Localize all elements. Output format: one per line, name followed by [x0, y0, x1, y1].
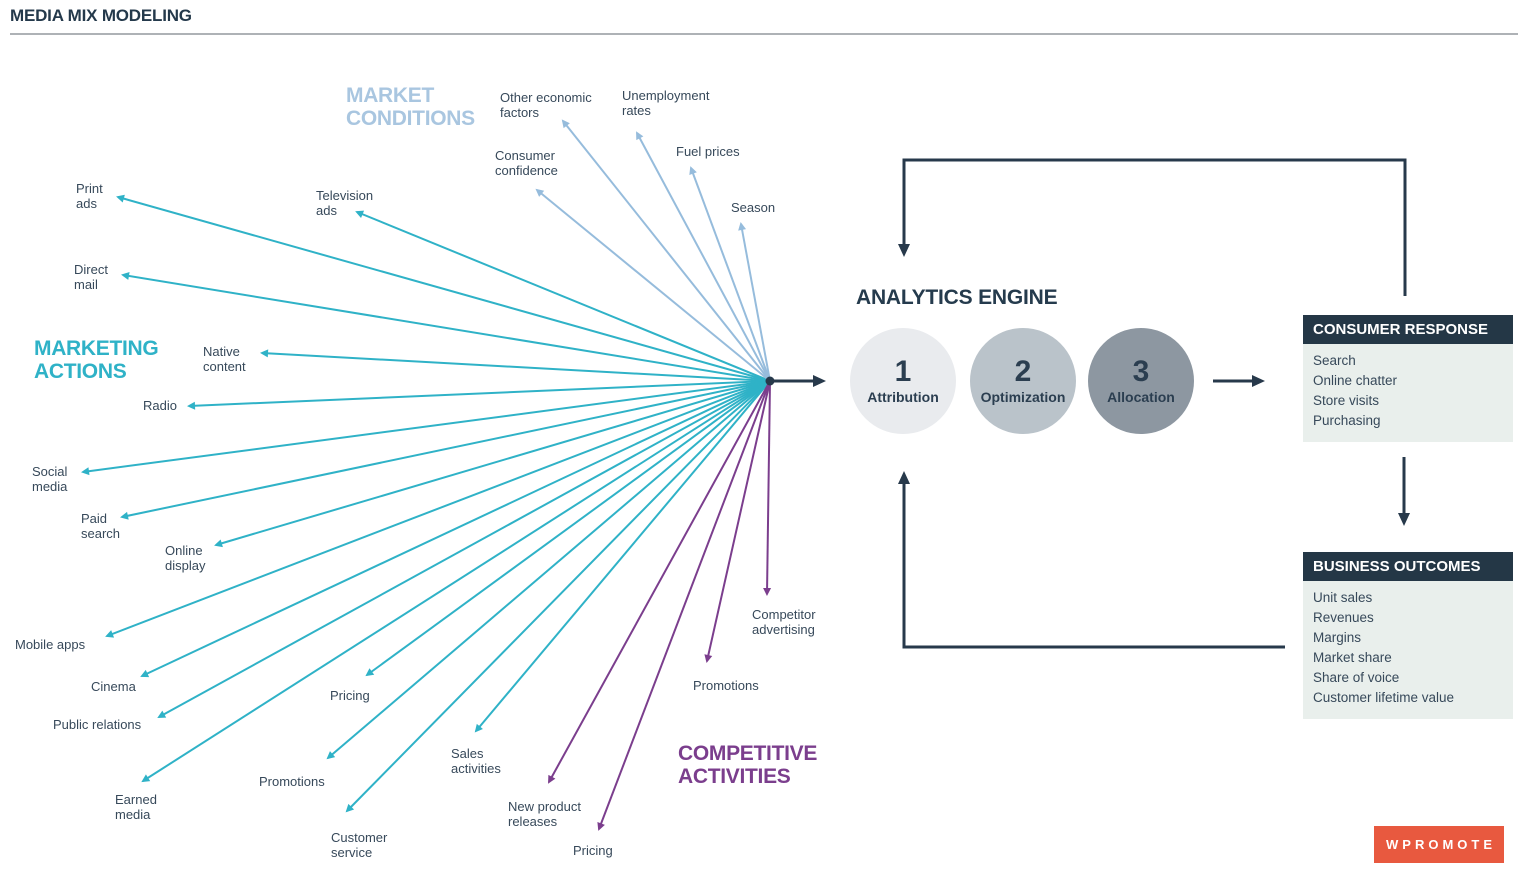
spoke-label-season: Season	[731, 200, 776, 215]
list-item: Market share	[1313, 650, 1392, 665]
list-item: Margins	[1313, 630, 1362, 645]
spoke-line-cinema	[140, 380, 771, 678]
list-item: Search	[1313, 353, 1356, 368]
spoke-line-direct-mail	[121, 272, 771, 382]
consumer-feedback-loop-arrow	[898, 158, 1407, 296]
spoke-line-unemployment-rates	[636, 131, 771, 382]
spoke-line-radio	[187, 380, 771, 410]
list-item: Revenues	[1313, 610, 1374, 625]
consumer-response-header: CONSUMER RESPONSE	[1303, 315, 1513, 344]
spoke-label-fuel-prices: Fuel prices	[676, 144, 740, 159]
spoke-line-pricing-marketing	[365, 380, 771, 677]
spoke-label-sales-activities: Sales activities	[451, 746, 501, 776]
spoke-line-mobile-apps	[105, 380, 771, 638]
spoke-label-mobile-apps: Mobile apps	[15, 637, 86, 652]
spoke-line-promotions-marketing	[326, 380, 771, 760]
spoke-label-online-display: Online display	[165, 543, 206, 573]
spoke-line-public-relations	[157, 380, 771, 718]
spoke-line-promotions-competitive	[704, 380, 771, 663]
engine-step-label: Attribution	[867, 389, 939, 405]
spoke-line-other-economic-factors	[561, 119, 771, 382]
spoke-label-social-media: Social media	[32, 464, 68, 494]
spoke-label-earned-media: Earned media	[115, 792, 157, 822]
spoke-line-season	[738, 222, 771, 382]
page-title: MEDIA MIX MODELING	[10, 6, 192, 25]
spoke-label-paid-search: Paid search	[81, 511, 121, 541]
spoke-label-radio: Radio	[143, 398, 177, 413]
spoke-line-paid-search	[120, 380, 771, 520]
spoke-label-print-ads: Print ads	[76, 181, 103, 211]
spoke-line-customer-service	[345, 380, 771, 813]
spoke-label-television-ads: Television ads	[316, 188, 374, 218]
engine-step-label: Allocation	[1107, 389, 1175, 405]
spoke-line-consumer-confidence	[535, 188, 771, 382]
business-outcomes-header: BUSINESS OUTCOMES	[1303, 552, 1513, 581]
spoke-line-pricing-competitive	[597, 380, 771, 831]
list-item: Share of voice	[1313, 670, 1400, 685]
wpromote-logo: WPROMOTE	[1374, 826, 1504, 863]
spoke-label-promotions-marketing: Promotions	[259, 774, 325, 789]
spoke-label-public-relations: Public relations	[53, 717, 142, 732]
list-item: Purchasing	[1313, 413, 1381, 428]
engine-step-number: 1	[894, 355, 912, 388]
spoke-label-customer-service: Customer service	[331, 830, 388, 860]
category-header-market-conditions: MARKET CONDITIONS	[346, 84, 475, 130]
spoke-line-native-content	[260, 349, 771, 382]
title-divider	[10, 33, 1518, 35]
spoke-line-earned-media	[141, 380, 771, 783]
category-header-marketing-actions: MARKETING ACTIONS	[34, 337, 159, 383]
spoke-line-social-media	[81, 380, 771, 476]
engine-step-number: 3	[1132, 355, 1150, 388]
spoke-line-fuel-prices	[689, 166, 771, 382]
category-header-competitive-activities: COMPETITIVE ACTIVITIES	[678, 742, 818, 788]
spoke-label-pricing-marketing: Pricing	[330, 688, 370, 703]
spoke-label-new-product-releases: New product releases	[508, 799, 581, 829]
list-item: Store visits	[1313, 393, 1380, 408]
hub-convergence-dot	[765, 376, 775, 386]
spoke-label-pricing-competitive: Pricing	[573, 843, 613, 858]
spoke-label-cinema: Cinema	[91, 679, 136, 694]
list-item: Customer lifetime value	[1313, 690, 1455, 705]
spoke-label-promotions-competitive: Promotions	[693, 678, 759, 693]
list-item: Unit sales	[1313, 590, 1373, 605]
flow-arrows	[774, 158, 1410, 649]
spoke-label-direct-mail: Direct mail	[74, 262, 108, 292]
spoke-label-other-economic-factors: Other economic factors	[500, 90, 592, 120]
spoke-line-online-display	[214, 380, 771, 548]
engine-step-number: 2	[1014, 355, 1032, 388]
analytics-engine-title: ANALYTICS ENGINE	[856, 286, 1058, 309]
spoke-line-print-ads	[116, 194, 771, 382]
spoke-line-sales-activities	[474, 380, 771, 733]
spoke-label-competitor-advertising: Competitor advertising	[752, 607, 816, 637]
spoke-lines	[81, 119, 772, 831]
spoke-label-unemployment-rates: Unemployment rates	[622, 88, 710, 118]
spoke-line-new-product-releases	[548, 380, 771, 784]
engine-step-label: Optimization	[980, 389, 1066, 405]
spoke-line-television-ads	[355, 210, 771, 382]
business-feedback-loop-arrow	[898, 471, 1285, 649]
spoke-line-competitor-advertising	[763, 380, 772, 596]
spoke-label-consumer-confidence: Consumer confidence	[495, 148, 558, 178]
spoke-label-native-content: Native content	[203, 344, 246, 374]
list-item: Online chatter	[1313, 373, 1398, 388]
